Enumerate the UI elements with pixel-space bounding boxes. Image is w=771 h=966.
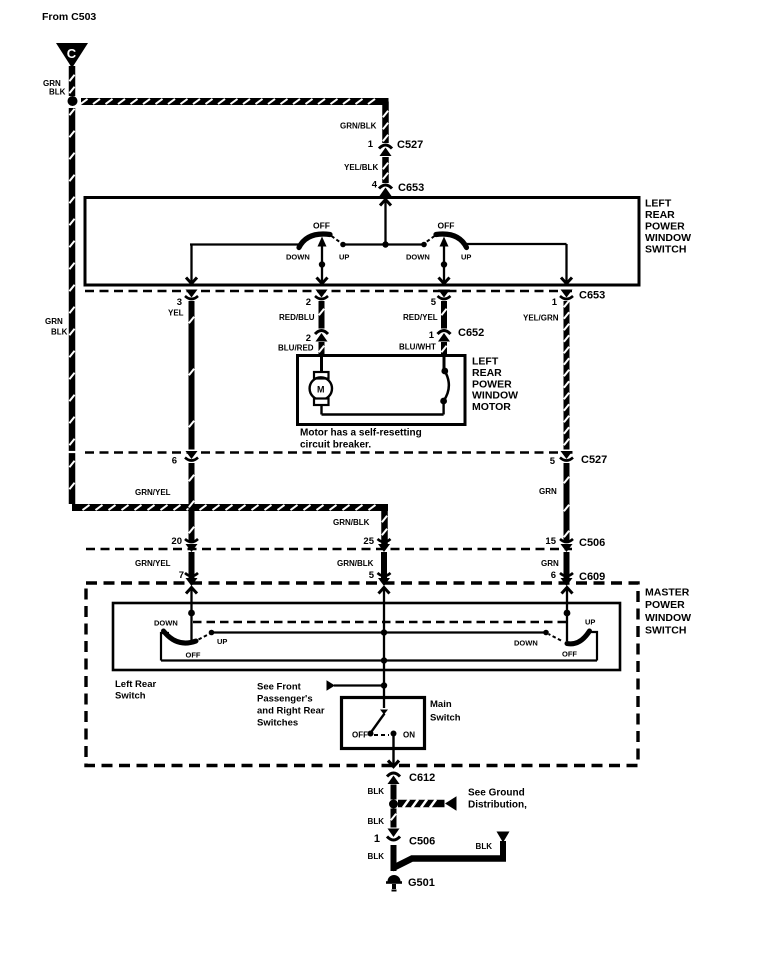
svg-text:5: 5	[431, 297, 437, 308]
svg-text:BLK: BLK	[476, 842, 493, 851]
svg-text:5: 5	[550, 456, 556, 467]
svg-text:GRN/BLK: GRN/BLK	[333, 518, 370, 527]
svg-text:UP: UP	[339, 253, 349, 262]
svg-text:BLU/RED: BLU/RED	[278, 344, 314, 353]
svg-text:WINDOW: WINDOW	[645, 232, 691, 244]
svg-text:GRN/YEL: GRN/YEL	[135, 559, 171, 568]
svg-text:C653: C653	[398, 182, 424, 194]
svg-text:GRN/YEL: GRN/YEL	[135, 488, 171, 497]
svg-text:DOWN: DOWN	[514, 639, 538, 648]
svg-text:C506: C506	[409, 836, 435, 848]
svg-text:OFF: OFF	[352, 731, 368, 740]
svg-text:REAR: REAR	[472, 367, 502, 379]
svg-text:and Right Rear: and Right Rear	[257, 706, 325, 717]
svg-text:6: 6	[172, 456, 177, 467]
svg-text:MOTOR: MOTOR	[472, 401, 511, 413]
svg-text:UP: UP	[461, 253, 471, 262]
svg-text:YEL/BLK: YEL/BLK	[344, 163, 378, 172]
svg-text:C527: C527	[397, 139, 423, 151]
svg-text:1: 1	[552, 297, 558, 308]
svg-text:Switch: Switch	[430, 713, 461, 724]
svg-text:Switch: Switch	[115, 691, 146, 702]
svg-text:SWITCH: SWITCH	[645, 625, 686, 637]
svg-text:OFF: OFF	[438, 221, 455, 231]
svg-text:MASTER: MASTER	[645, 587, 690, 599]
svg-text:YEL: YEL	[168, 309, 184, 318]
svg-text:C506: C506	[579, 537, 605, 549]
svg-text:BLK: BLK	[368, 817, 385, 826]
svg-text:BLK: BLK	[368, 852, 385, 861]
svg-text:YEL/GRN: YEL/GRN	[523, 314, 559, 323]
svg-text:1: 1	[368, 139, 374, 150]
svg-text:UP: UP	[585, 618, 595, 627]
svg-text:Left Rear: Left Rear	[115, 679, 156, 690]
svg-text:LEFT: LEFT	[472, 356, 499, 368]
svg-text:See Front: See Front	[257, 682, 302, 693]
svg-text:1: 1	[429, 330, 435, 341]
svg-text:Switches: Switches	[257, 718, 298, 729]
svg-text:C527: C527	[581, 454, 607, 466]
svg-text:BLU/WHT: BLU/WHT	[399, 343, 436, 352]
svg-text:GRN: GRN	[539, 487, 557, 496]
svg-text:GRN/BLK: GRN/BLK	[340, 122, 377, 131]
svg-text:WINDOW: WINDOW	[645, 612, 691, 624]
svg-text:15: 15	[545, 536, 556, 547]
svg-text:BLK: BLK	[51, 328, 68, 337]
svg-text:UP: UP	[217, 637, 227, 646]
svg-text:WINDOW: WINDOW	[472, 390, 518, 402]
svg-text:See Ground: See Ground	[468, 788, 525, 799]
svg-text:GRN: GRN	[45, 317, 63, 326]
svg-text:POWER: POWER	[645, 599, 685, 611]
svg-text:M: M	[317, 385, 325, 395]
svg-text:POWER: POWER	[472, 378, 512, 390]
svg-text:GRN/BLK: GRN/BLK	[337, 559, 374, 568]
svg-text:From C503: From C503	[42, 11, 96, 23]
svg-text:C612: C612	[409, 772, 435, 784]
svg-text:BLK: BLK	[368, 787, 385, 796]
svg-text:DOWN: DOWN	[154, 619, 178, 628]
svg-text:BLK: BLK	[49, 88, 66, 97]
svg-text:SWITCH: SWITCH	[645, 244, 686, 256]
svg-text:OFF: OFF	[562, 650, 577, 659]
svg-text:RED/YEL: RED/YEL	[403, 313, 438, 322]
svg-text:C653: C653	[579, 290, 605, 302]
svg-text:4: 4	[372, 180, 378, 191]
svg-text:GRN: GRN	[541, 559, 559, 568]
svg-text:GRN: GRN	[43, 79, 61, 88]
svg-text:20: 20	[171, 536, 182, 547]
svg-text:6: 6	[551, 570, 556, 581]
svg-text:LEFT: LEFT	[645, 198, 672, 210]
svg-text:circuit breaker.: circuit breaker.	[300, 440, 371, 451]
svg-text:OFF: OFF	[186, 651, 201, 660]
svg-text:C609: C609	[579, 571, 605, 583]
svg-text:REAR: REAR	[645, 209, 675, 221]
svg-text:DOWN: DOWN	[406, 253, 430, 262]
svg-text:ON: ON	[403, 731, 415, 740]
svg-text:DOWN: DOWN	[286, 253, 310, 262]
svg-text:5: 5	[369, 570, 375, 581]
svg-text:1: 1	[374, 833, 380, 845]
svg-text:C: C	[67, 46, 77, 61]
svg-text:7: 7	[179, 570, 184, 581]
svg-text:2: 2	[306, 333, 311, 344]
svg-text:3: 3	[177, 297, 182, 308]
svg-text:POWER: POWER	[645, 221, 685, 233]
svg-text:Distribution,: Distribution,	[468, 800, 527, 811]
svg-text:C652: C652	[458, 327, 484, 339]
svg-text:2: 2	[306, 297, 311, 308]
svg-text:RED/BLU: RED/BLU	[279, 313, 315, 322]
svg-text:Motor has a self-resetting: Motor has a self-resetting	[300, 428, 422, 439]
svg-text:Main: Main	[430, 699, 452, 710]
svg-text:Passenger's: Passenger's	[257, 694, 313, 705]
svg-text:25: 25	[363, 536, 374, 547]
svg-text:G501: G501	[408, 877, 435, 889]
svg-text:OFF: OFF	[313, 221, 330, 231]
